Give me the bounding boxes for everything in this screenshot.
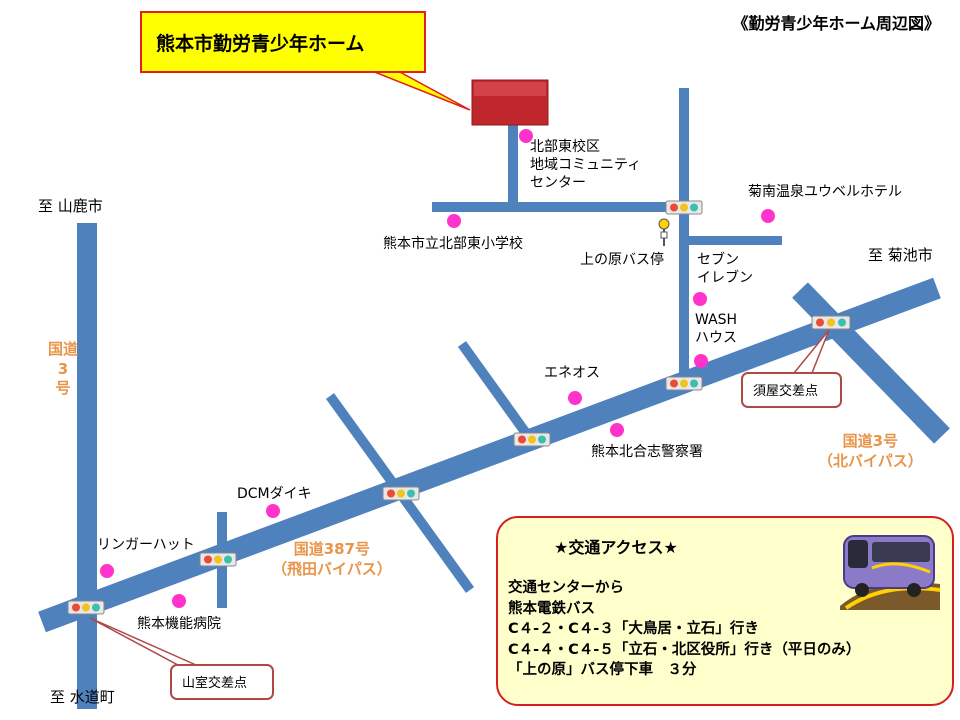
traffic-light-icon	[811, 315, 851, 330]
eneos-label: エネオス	[544, 365, 600, 381]
school-road	[432, 202, 688, 212]
route3-road	[77, 223, 97, 709]
seven-eleven-label: セブン イレブン	[697, 252, 753, 286]
ringer-hut-label: リンガーハット	[97, 537, 195, 553]
traffic-light-icon	[513, 432, 551, 447]
map-heading: 《勤労青少年ホーム周辺図》	[732, 14, 940, 33]
suya-intersection-label: 須屋交差点	[753, 384, 819, 399]
route3-label: 国道 3 号	[48, 340, 79, 397]
route3-bypass-road	[792, 282, 950, 444]
facility-road	[508, 122, 518, 208]
traffic-light-icon	[665, 376, 703, 391]
yamamuro-intersection-callout: 山室交差点	[170, 664, 274, 700]
traffic-light-icon	[382, 486, 420, 501]
route387-road	[38, 277, 941, 633]
suya-intersection-callout: 須屋交差点	[741, 372, 842, 408]
side-road-2	[457, 341, 533, 439]
wash-house-label: WASH ハウス	[695, 312, 738, 346]
direction-north-east: 至 菊池市	[868, 246, 933, 264]
route387-label: 国道387号 （飛田バイパス）	[272, 540, 392, 578]
direction-north-west: 至 山鹿市	[38, 197, 103, 215]
hotel-road	[684, 236, 782, 245]
bus-icon	[840, 535, 941, 610]
traffic-light-icon	[199, 552, 237, 567]
marker-eneos	[568, 391, 582, 405]
access-line: 交通センターから	[508, 580, 624, 596]
marker-hospital	[172, 594, 186, 608]
access-line: 熊本電鉄バス	[508, 600, 595, 617]
marker-dcm	[266, 504, 280, 518]
hospital-label: 熊本機能病院	[137, 616, 221, 632]
roads	[38, 88, 950, 709]
police-label: 熊本北合志警察署	[591, 444, 703, 460]
access-lines: 交通センターから 熊本電鉄バス C４-２・C４-３「大鳥居・立石」行き C４-４…	[508, 578, 860, 681]
facility-name: 熊本市勤労青少年ホーム	[156, 32, 365, 55]
marker-community-center	[519, 129, 533, 143]
marker-wash-house	[694, 354, 708, 368]
marker-seven-eleven	[693, 292, 707, 306]
traffic-light-icon	[67, 600, 105, 615]
marker-hotel	[761, 209, 775, 223]
direction-south-west: 至 水道町	[50, 688, 115, 706]
facility-title-callout: 熊本市勤労青少年ホーム	[140, 11, 426, 73]
title-pointer	[371, 70, 471, 111]
access-line: C４-２・C４-３「大鳥居・立石」行き	[508, 621, 759, 638]
yamamuro-intersection-label: 山室交差点	[182, 676, 248, 691]
elementary-school-label: 熊本市立北部東小学校	[383, 236, 523, 252]
traffic-lights	[67, 200, 851, 615]
marker-ringer-hut	[100, 564, 114, 578]
hotel-label: 菊南温泉ユウベルホテル	[748, 184, 902, 200]
access-line: C４-４・C４-５「立石・北区役所」行き（平日のみ）	[508, 641, 861, 658]
dcm-label: DCMダイキ	[237, 486, 312, 502]
marker-elementary-school	[447, 214, 461, 228]
landmark-markers	[100, 129, 775, 608]
access-title: ★交通アクセス★	[554, 538, 678, 557]
traffic-light-icon	[665, 200, 703, 215]
route3-bypass-label: 国道3号 （北バイパス）	[818, 432, 923, 470]
bus-stop-icon	[658, 218, 670, 246]
bus-stop-label: 上の原バス停	[580, 252, 664, 268]
access-line: 「上の原」バス停下車 ３分	[508, 662, 697, 679]
access-panel: ★交通アクセス★ 交通センターから 熊本電鉄バス C４-２・C４-３「大鳥居・立…	[496, 516, 954, 706]
marker-police	[610, 423, 624, 437]
community-center-label: 北部東校区 地域コミュニティ センター	[530, 139, 642, 192]
